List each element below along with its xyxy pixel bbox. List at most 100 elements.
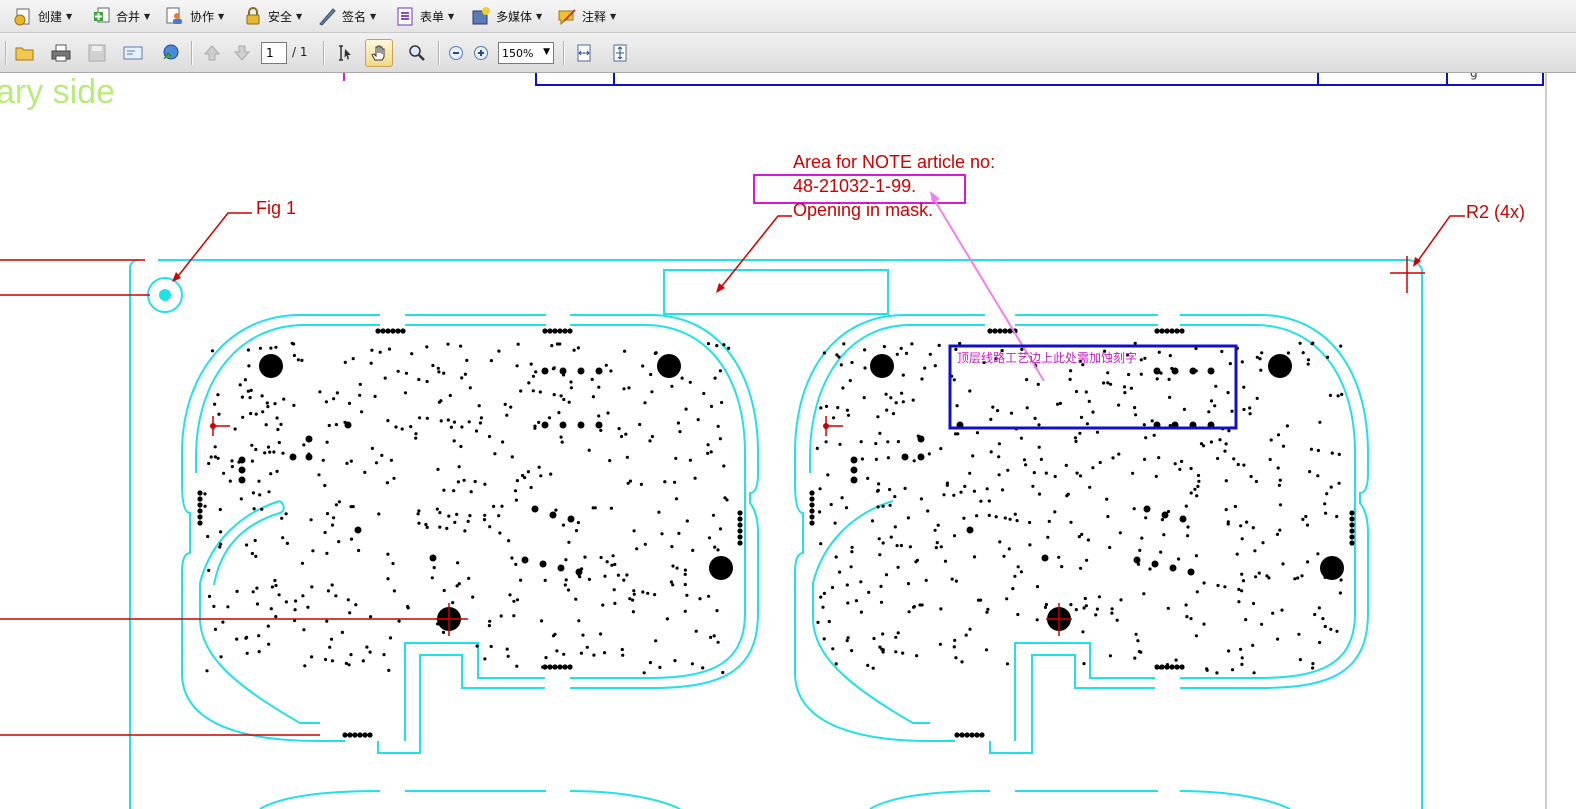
menu-sign-label: 签名 bbox=[342, 9, 367, 24]
via-dot bbox=[560, 440, 564, 444]
zoom-out-button[interactable] bbox=[442, 39, 470, 67]
via-dot bbox=[878, 431, 882, 435]
via-dot bbox=[446, 418, 450, 422]
via-dot bbox=[1335, 514, 1339, 519]
via-dot bbox=[334, 594, 338, 598]
via-dot bbox=[1318, 640, 1322, 645]
menu-comment[interactable]: 注释 ▼ bbox=[556, 4, 616, 28]
page-number-input[interactable] bbox=[261, 42, 287, 64]
pad-dot bbox=[1151, 560, 1159, 568]
via-dot bbox=[1013, 512, 1017, 516]
via-dot bbox=[1098, 460, 1102, 465]
via-dot bbox=[347, 663, 351, 667]
pad-dot bbox=[559, 421, 567, 429]
via-dot bbox=[369, 361, 373, 365]
via-dot bbox=[879, 584, 883, 588]
via-dot bbox=[706, 443, 710, 447]
menu-security[interactable]: 安全 ▼ bbox=[242, 4, 302, 28]
fit-page-button[interactable] bbox=[606, 39, 634, 67]
via-dot bbox=[939, 447, 943, 451]
via-dot bbox=[456, 480, 460, 484]
via-dot bbox=[303, 664, 307, 668]
via-dot bbox=[1301, 351, 1305, 355]
via-dot bbox=[1140, 536, 1144, 540]
via-dot bbox=[311, 549, 315, 553]
pad-dot bbox=[917, 435, 925, 443]
via-dot bbox=[1267, 576, 1271, 580]
via-dot bbox=[1323, 624, 1327, 629]
via-dot bbox=[471, 595, 475, 599]
via-dot bbox=[632, 589, 636, 593]
via-dot bbox=[391, 561, 395, 566]
pcb-right-outline bbox=[794, 314, 1369, 754]
via-dot bbox=[414, 436, 418, 440]
via-dot bbox=[519, 389, 523, 393]
via-dot bbox=[1236, 462, 1240, 467]
chevron-down-icon: ▼ bbox=[610, 11, 617, 21]
via-dot bbox=[292, 353, 296, 358]
via-dot bbox=[337, 500, 341, 504]
title-block-frame bbox=[535, 73, 1544, 86]
via-dot bbox=[515, 479, 520, 483]
via-dot bbox=[534, 370, 538, 374]
previous-page-button[interactable] bbox=[198, 39, 226, 67]
menu-collaborate[interactable]: 协作 ▼ bbox=[164, 4, 224, 28]
bridge-pad bbox=[1002, 328, 1008, 334]
toolbar: / 1 150% ▼ bbox=[0, 33, 1576, 73]
via-dot bbox=[1134, 413, 1138, 417]
via-dot bbox=[329, 637, 334, 641]
document-viewport[interactable]: g bbox=[0, 73, 1576, 809]
hand-tool-button[interactable] bbox=[365, 39, 393, 67]
menu-combine[interactable]: 合并 ▼ bbox=[90, 4, 150, 28]
comment-box[interactable] bbox=[948, 344, 1238, 430]
via-dot bbox=[579, 651, 584, 655]
via-dot bbox=[923, 366, 927, 370]
via-dot bbox=[933, 364, 937, 368]
via-dot bbox=[845, 583, 849, 587]
email-button[interactable] bbox=[119, 39, 147, 67]
via-dot bbox=[501, 440, 505, 444]
via-dot bbox=[1253, 549, 1257, 553]
via-dot bbox=[1317, 606, 1321, 610]
zoom-in-button[interactable] bbox=[467, 39, 495, 67]
zoom-level-select[interactable]: 150% ▼ bbox=[498, 42, 554, 64]
zoom-tool-button[interactable] bbox=[403, 39, 431, 67]
menu-sign[interactable]: 签名 ▼ bbox=[316, 4, 376, 28]
via-dot bbox=[599, 428, 603, 432]
menu-create[interactable]: 创建 ▼ bbox=[12, 4, 72, 28]
via-dot bbox=[901, 400, 905, 404]
via-dot bbox=[972, 489, 977, 493]
print-button[interactable] bbox=[47, 39, 75, 67]
via-dot bbox=[1306, 358, 1310, 362]
open-button[interactable] bbox=[11, 39, 39, 67]
via-dot bbox=[1110, 611, 1114, 615]
via-dot bbox=[972, 555, 977, 559]
next-page-button[interactable] bbox=[228, 39, 256, 67]
via-dot bbox=[881, 632, 885, 636]
chevron-down-icon: ▼ bbox=[536, 11, 543, 21]
via-dot bbox=[1329, 627, 1333, 631]
via-dot bbox=[516, 342, 520, 346]
via-dot bbox=[891, 412, 896, 416]
menu-forms[interactable]: 表单 ▼ bbox=[394, 4, 454, 28]
bridge-pad bbox=[1164, 664, 1170, 670]
via-dot bbox=[436, 467, 440, 471]
via-dot bbox=[425, 416, 429, 420]
via-dot bbox=[628, 597, 632, 601]
save-button[interactable] bbox=[83, 39, 111, 67]
via-dot bbox=[300, 561, 305, 565]
collaborate-button[interactable] bbox=[155, 39, 183, 67]
fig1-leader bbox=[174, 212, 252, 281]
select-tool-button[interactable] bbox=[331, 39, 359, 67]
via-dot bbox=[910, 342, 914, 346]
via-dot bbox=[1000, 488, 1005, 492]
via-dot bbox=[722, 464, 726, 468]
via-dot bbox=[1088, 485, 1092, 489]
menu-multimedia[interactable]: 多媒体 ▼ bbox=[470, 4, 542, 28]
pad-dot bbox=[305, 435, 313, 443]
fit-width-button[interactable] bbox=[570, 39, 598, 67]
bridge-pad bbox=[1349, 522, 1355, 528]
via-dot bbox=[876, 488, 880, 492]
via-dot bbox=[1097, 595, 1101, 599]
via-dot bbox=[1313, 612, 1317, 617]
